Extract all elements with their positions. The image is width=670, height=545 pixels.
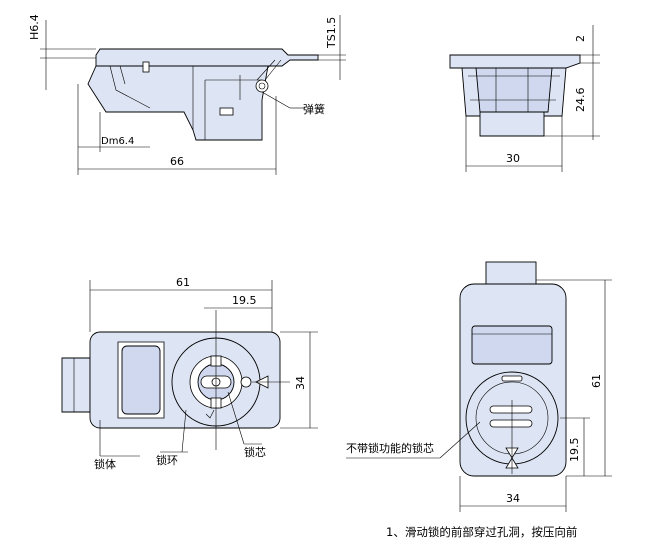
no-lock-core-label: 不带锁功能的锁芯 [346,441,434,455]
dim-front-offset-label: 19.5 [232,294,257,307]
dim-front-length-label: 61 [176,276,190,289]
dim-front-height-label: 34 [294,376,307,390]
side-view: H6.4 TS1.5 Dm6.4 66 弹簧 [28,14,346,175]
body-label: 锁体 [94,457,116,471]
dim-back-width-label: 34 [506,492,520,505]
dim-back-offset-label: 19.5 [568,438,581,463]
dim-end-height-label: 24.6 [574,88,587,113]
end-view: 2 24.6 30 [449,25,600,172]
dim-top-label: 2 [574,35,587,42]
dim-end-width-label: 30 [506,152,520,165]
dim-h-label: H6.4 [28,14,41,40]
dim-dm-label: Dm6.4 [101,136,134,147]
core-label: 锁芯 [244,445,266,459]
dim-length-label: 66 [170,155,184,168]
spring-label: 弹簧 [303,102,325,116]
ring-label: 锁环 [156,453,178,467]
front-view: 61 19.5 34 锁体 锁环 锁芯 [61,276,318,471]
back-view: 61 19.5 34 不带锁功能的锁芯 [346,261,612,512]
footnote: 1、滑动锁的前部穿过孔洞，按压向前 [386,525,577,539]
dim-back-height-label: 61 [590,374,603,388]
dim-ts-label: TS1.5 [325,17,338,49]
